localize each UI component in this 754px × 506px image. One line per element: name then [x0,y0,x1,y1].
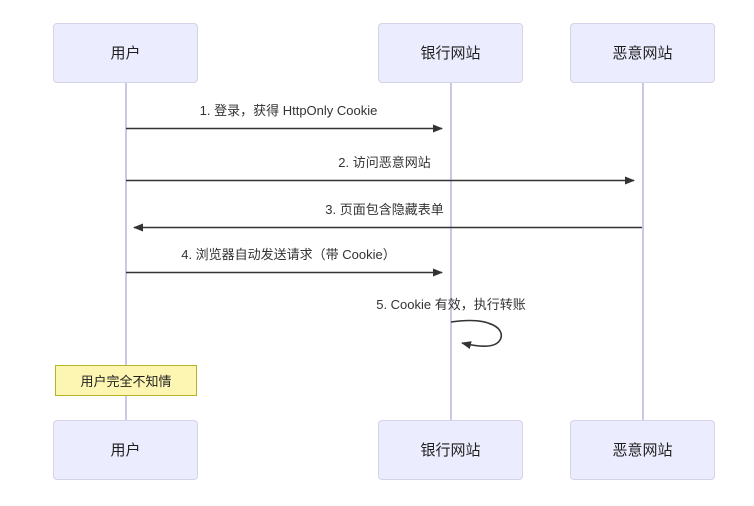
participant-top-user[interactable]: 用户 [53,23,198,83]
message-label-5: 5. Cookie 有效，执行转账 [376,297,526,312]
participant-top-evil[interactable]: 恶意网站 [570,23,715,83]
participant-top-bank[interactable]: 银行网站 [378,23,523,83]
participant-bottom-user[interactable]: 用户 [53,420,198,480]
note-user-unaware-label: 用户完全不知情 [80,374,172,389]
arrow-message-5-self-loop [450,319,503,349]
participant-bottom-evil[interactable]: 恶意网站 [570,420,715,480]
lifeline-bank [449,83,452,420]
lifeline-user [124,83,127,420]
participant-bottom-evil-label: 恶意网站 [612,441,673,459]
participant-bottom-bank[interactable]: 银行网站 [378,420,523,480]
lifeline-evil [641,83,644,420]
message-label-2: 2. 访问恶意网站 [338,155,431,170]
message-label-3: 3. 页面包含隐藏表单 [325,202,444,217]
participant-top-bank-label: 银行网站 [420,44,481,62]
participant-bottom-bank-label: 银行网站 [420,441,481,459]
note-user-unaware: 用户完全不知情 [55,365,197,396]
participant-top-user-label: 用户 [110,44,141,62]
participant-top-evil-label: 恶意网站 [612,44,673,62]
message-label-1: 1. 登录，获得 HttpOnly Cookie [199,103,378,118]
message-label-4: 4. 浏览器自动发送请求（带 Cookie） [181,247,396,262]
participant-bottom-user-label: 用户 [110,441,141,459]
